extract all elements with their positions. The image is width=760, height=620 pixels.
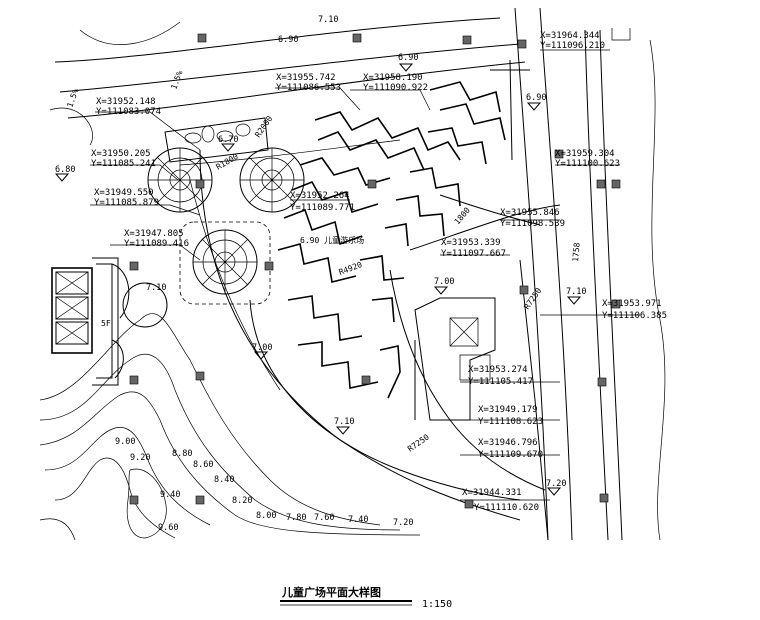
coord-y: Y=111089.771 — [290, 203, 355, 213]
elevation-label: 8.80 — [172, 449, 192, 459]
contour-lines — [39, 179, 421, 541]
elevation-label: 8.60 — [193, 460, 213, 470]
elevation-label: 7.40 — [348, 515, 368, 525]
coord-y: Y=111089.416 — [124, 239, 189, 249]
elevation-label: 6.90 — [398, 53, 418, 63]
coord-y: Y=111090.922 — [363, 83, 428, 93]
elevation-label: 8.00 — [256, 511, 276, 521]
elevation-label: 6.80 — [55, 165, 75, 175]
coord-x: X=31952.148 — [96, 97, 156, 107]
coord-y: Y=111083.074 — [96, 107, 161, 117]
title-block: 儿童广场平面大样图 1:150 — [280, 585, 452, 610]
radius-label: R7250 — [406, 432, 431, 453]
elevation-labels: 7.10 6.90 6.90 6.90 6.80 6.70 7.00 7.10 … — [55, 15, 586, 533]
road-lines — [49, 17, 526, 146]
building-outline — [414, 259, 549, 541]
coord-x: X=31949.179 — [478, 405, 538, 415]
slope-label: 1.5% — [65, 87, 80, 108]
coord-x: X=31955.846 — [500, 208, 560, 218]
elevation-label: 7.10 — [334, 417, 354, 427]
coord-x: X=31946.796 — [478, 438, 538, 448]
length-label: 1800 — [453, 206, 472, 227]
coord-y: Y=111105.417 — [468, 377, 533, 387]
elevation-label: 9.40 — [160, 490, 180, 500]
coord-x: X=31944.331 — [462, 488, 522, 498]
coord-y: Y=111110.620 — [474, 503, 539, 513]
elevation-label: 6.70 — [218, 135, 238, 145]
coord-y: Y=111085.879 — [94, 198, 159, 208]
elevation-label: 6.90 — [278, 35, 298, 45]
coord-x: X=31947.805 — [124, 229, 184, 239]
elevation-label: 9.00 — [115, 437, 135, 447]
left-building: 5F — [51, 257, 130, 386]
coord-x: X=31949.550 — [94, 188, 154, 198]
coord-x: X=31959.304 — [555, 149, 615, 159]
coord-y: Y=111086.553 — [276, 83, 341, 93]
coord-y: Y=111096.210 — [540, 41, 605, 51]
leader-lines — [90, 49, 640, 501]
radius-label: R4920 — [338, 260, 364, 277]
plaza-label: 6.90 儿童游乐场 — [300, 235, 364, 245]
coord-y: Y=111106.385 — [602, 311, 667, 321]
elevation-label: 9.20 — [130, 453, 150, 463]
coord-y: Y=111108.623 — [478, 417, 543, 427]
elevation-label: 7.10 — [146, 283, 166, 293]
coord-y: Y=111100.623 — [555, 159, 620, 169]
length-label: 1758 — [571, 242, 582, 262]
elevation-markers — [54, 63, 582, 496]
right-road-lines — [514, 7, 666, 541]
coord-y: Y=111097.667 — [441, 249, 506, 259]
radius-label: R2000 — [253, 114, 274, 139]
drawing-title: 儿童广场平面大样图 — [281, 585, 381, 599]
coord-x: X=31950.205 — [91, 149, 151, 159]
coordinate-labels: X=31952.148 Y=111083.074 X=31955.742 Y=1… — [91, 31, 667, 513]
stair-label: 5F — [101, 319, 111, 328]
elevation-label: 7.00 — [434, 277, 454, 287]
coord-x: X=31953.971 — [602, 299, 662, 309]
drawing-scale: 1:150 — [422, 599, 452, 610]
elevation-label: 8.40 — [214, 475, 234, 485]
coord-x: X=31953.339 — [441, 238, 501, 248]
maze-play-area — [277, 59, 530, 399]
coord-x: X=31958.190 — [363, 73, 423, 83]
coord-x: X=31952.264 — [290, 191, 350, 201]
coord-y: Y=111085.241 — [91, 159, 156, 169]
path-edges — [179, 139, 561, 521]
elevation-label: 7.20 — [546, 479, 566, 489]
elevation-label: 7.10 — [566, 287, 586, 297]
planter-area — [164, 117, 269, 163]
elevation-label: 7.80 — [286, 513, 306, 523]
coord-x: X=31953.274 — [468, 365, 528, 375]
survey-markers — [129, 33, 621, 509]
elevation-label: 7.20 — [393, 518, 413, 528]
elevation-label: 7.00 — [252, 343, 272, 353]
elevation-label: 7.60 — [314, 513, 334, 523]
coord-x: X=31964.344 — [540, 31, 600, 41]
elevation-label: 6.90 — [526, 93, 546, 103]
coord-y: Y=111109.670 — [478, 450, 543, 460]
elevation-label: 8.20 — [232, 496, 252, 506]
elevation-label: 7.10 — [318, 15, 338, 25]
elevation-label: 9.60 — [158, 523, 178, 533]
coord-y: Y=111098.539 — [500, 219, 565, 229]
coord-x: X=31955.742 — [276, 73, 336, 83]
